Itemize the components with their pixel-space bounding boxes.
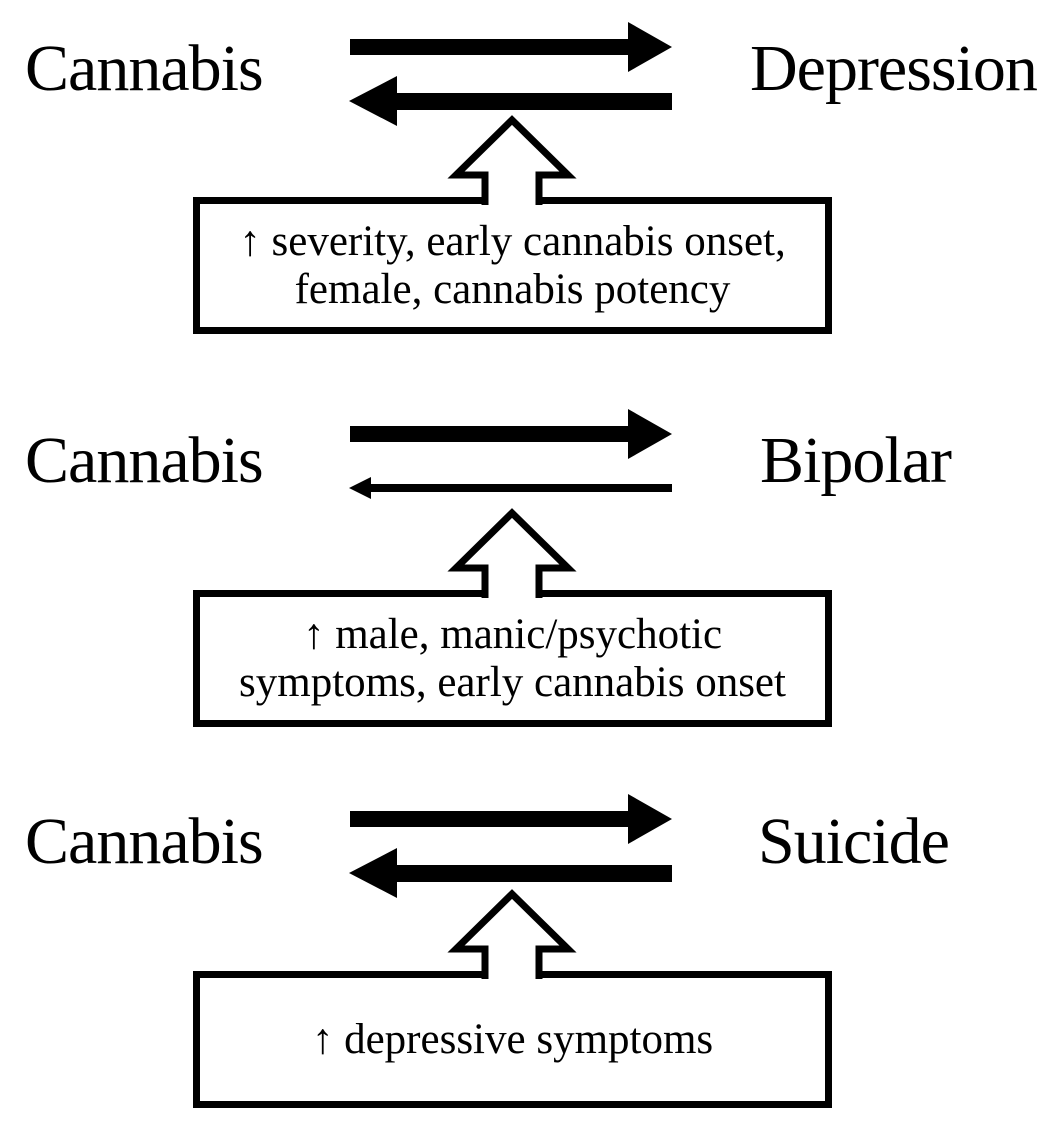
entity-label-cannabis-1: Cannabis [25,32,264,105]
moderator-box-depression: ↑ severity, early cannabis onset, female… [193,197,832,334]
moderator-box-suicide: ↑ depressive symptoms [193,971,832,1108]
entity-label-depression: Depression [750,32,1038,105]
moderator-text-line: ↑ male, manic/psychotic [302,610,723,658]
moderator-text-line: female, cannabis potency [294,265,731,313]
entity-label-suicide: Suicide [758,805,950,878]
moderator-up-arrow-icon-suicide [447,889,577,979]
entity-label-cannabis-3: Cannabis [25,805,264,878]
moderator-text-line: symptoms, early cannabis onset [239,658,786,706]
moderator-box-bipolar: ↑ male, manic/psychotic symptoms, early … [193,590,832,727]
arrow-bipolar-to-cannabis-thin-icon [349,477,672,499]
moderator-text-line: ↑ depressive symptoms [311,1015,714,1063]
arrow-suicide-to-cannabis-icon [349,848,672,898]
entity-label-bipolar: Bipolar [760,424,952,497]
moderator-up-arrow-icon-depression [447,115,577,205]
arrow-cannabis-to-suicide-icon [350,794,672,844]
arrow-cannabis-to-bipolar-icon [350,409,672,459]
entity-label-cannabis-2: Cannabis [25,424,264,497]
arrow-cannabis-to-depression-icon [350,22,672,72]
moderator-up-arrow-icon-bipolar [447,508,577,598]
arrow-depression-to-cannabis-icon [349,76,672,126]
moderator-text-line: ↑ severity, early cannabis onset, [239,217,786,265]
